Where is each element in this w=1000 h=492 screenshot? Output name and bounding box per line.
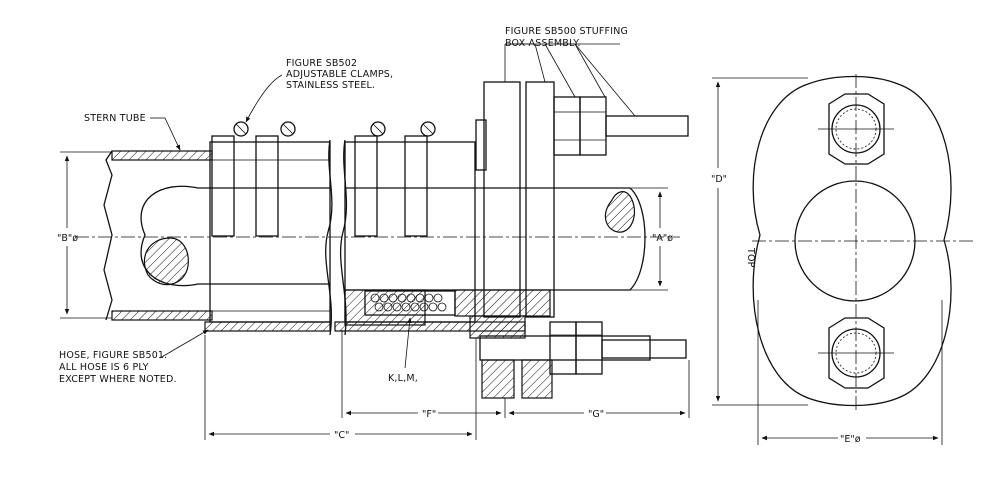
label-hose-l3: EXCEPT WHERE NOTED. (59, 374, 177, 385)
dim-a-label: "A"ø (652, 233, 673, 244)
label-hose-l1: HOSE, FIGURE SB501. (59, 350, 167, 361)
clamps (211, 121, 436, 237)
dim-d (712, 77, 808, 406)
label-top: TOP (745, 247, 756, 268)
clamp-3 (354, 121, 386, 237)
dim-f-label: "F" (422, 409, 436, 420)
end-view: "D" TOP "E"ø (711, 74, 975, 445)
side-view: "B"ø "A"ø "C" "F" (57, 26, 690, 441)
dim-g-label: "G" (588, 409, 604, 420)
dim-b (60, 151, 112, 319)
packing-rings (370, 293, 447, 312)
dim-e-label: "E"ø (840, 434, 861, 445)
stuffing-box (344, 81, 555, 399)
dim-b-label: "B"ø (57, 233, 78, 244)
stern-tube (103, 150, 213, 321)
label-clamps: FIGURE SB502 ADJUSTABLE CLAMPS, STAINLES… (286, 58, 396, 91)
dim-d-label: "D" (711, 174, 727, 185)
top-stud (553, 96, 689, 156)
label-packing: K,L,M, (388, 373, 418, 384)
clamp-2 (255, 121, 296, 237)
dim-c-label: "C" (334, 430, 349, 441)
label-stuffing-box-l2: BOX ASSEMBLY. (505, 38, 581, 49)
label-hose: HOSE, FIGURE SB501. ALL HOSE IS 6 PLY EX… (59, 350, 177, 385)
dim-f (341, 330, 502, 418)
dim-g (504, 360, 690, 418)
dim-a (630, 187, 668, 291)
flange-outline (752, 75, 952, 407)
clamp-1 (211, 121, 249, 237)
shaft-right (345, 187, 646, 291)
label-stuffing-box: FIGURE SB500 STUFFING BOX ASSEMBLY. (505, 26, 631, 49)
bottom-stud (479, 321, 687, 375)
leaders (150, 43, 636, 369)
label-stuffing-box-l1: FIGURE SB500 STUFFING (505, 26, 628, 37)
label-clamps-l2: ADJUSTABLE CLAMPS, (286, 69, 393, 80)
label-hose-l2: ALL HOSE IS 6 PLY (59, 362, 149, 373)
label-stern-tube: STERN TUBE (84, 113, 146, 124)
label-clamps-l3: STAINLESS STEEL. (286, 80, 375, 91)
shaft-left (140, 185, 330, 287)
clamp-4 (404, 121, 436, 237)
dim-e (757, 300, 943, 445)
dim-c (204, 335, 477, 440)
hose (204, 139, 526, 336)
label-clamps-l1: FIGURE SB502 (286, 58, 357, 69)
